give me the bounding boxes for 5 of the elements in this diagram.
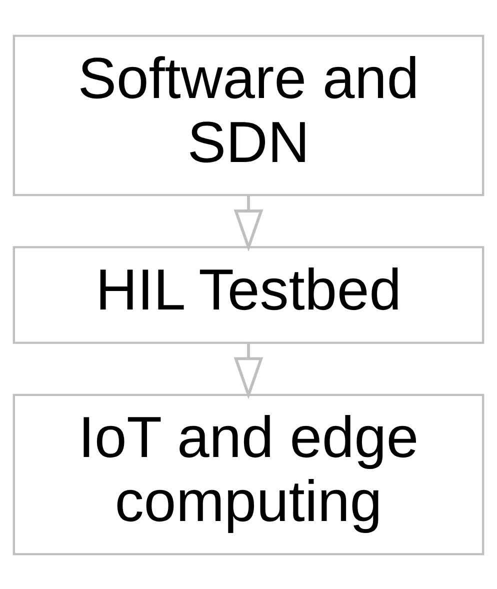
arrow xyxy=(234,342,264,399)
node-box: Software and SDN xyxy=(12,34,484,196)
arrow xyxy=(234,194,264,252)
node-box: IoT and edge computing xyxy=(12,393,484,555)
node-box: HIL Testbed xyxy=(12,246,484,344)
